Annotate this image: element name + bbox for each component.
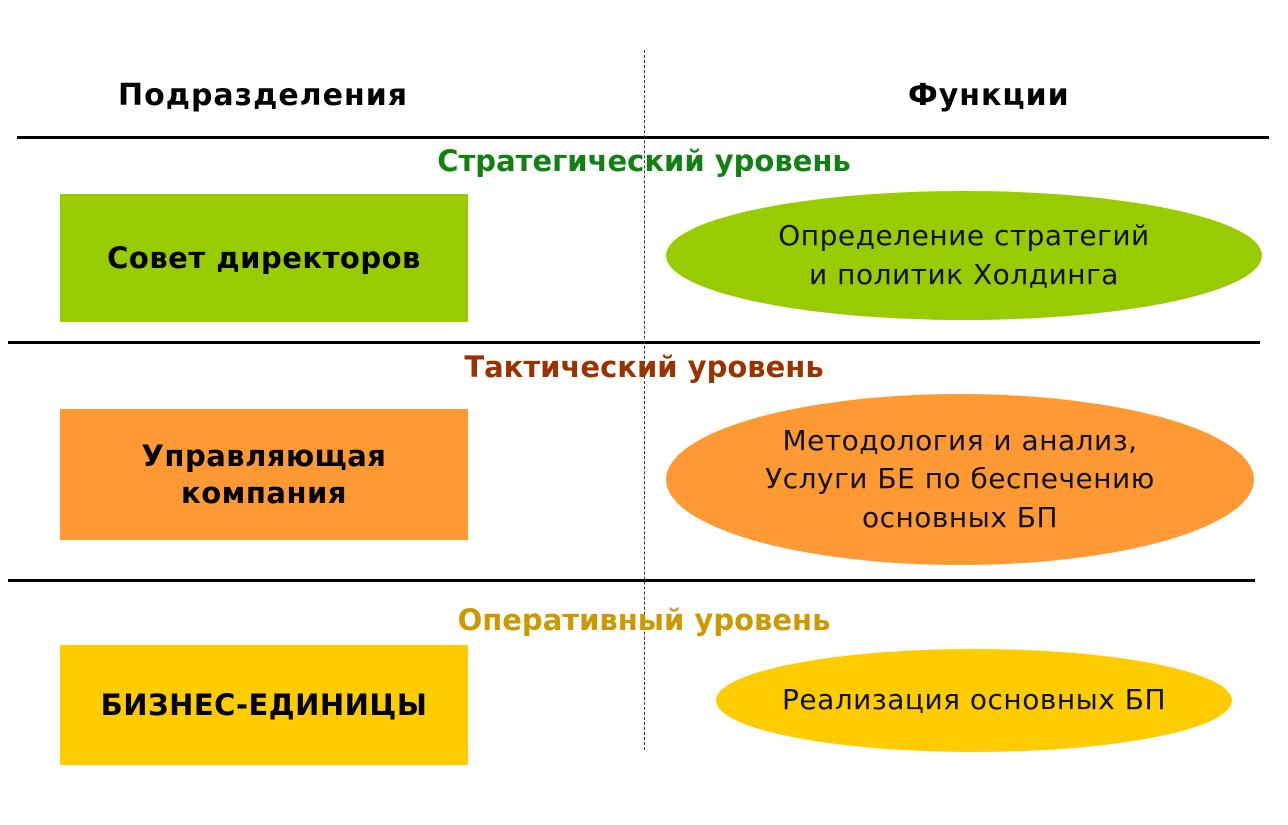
function-operational: Реализация основных БП [716, 649, 1232, 752]
separator-bottom [8, 579, 1255, 582]
function-tactical-line-2: Услуги БЕ по беспечению [765, 462, 1155, 496]
function-tactical-line-1: Методология и анализ, [782, 423, 1138, 457]
function-strategic-line-1: Определение стратегий [778, 218, 1150, 252]
function-tactical-line-3: основных БП [861, 500, 1059, 534]
level-operational-title: Оперативный уровень [457, 603, 831, 637]
separator-top [17, 136, 1269, 139]
unit-business-units: БИЗНЕС-ЕДИНИЦЫ [60, 645, 468, 765]
unit-board-of-directors: Совет директоров [60, 194, 468, 322]
header-functions: Функции [908, 78, 1070, 113]
function-tactical: Методология и анализ, Услуги БЕ по беспе… [666, 394, 1254, 565]
function-strategic: Определение стратегий и политик Холдинга [666, 191, 1262, 320]
unit-management-company-line-1: Управляющая [141, 439, 387, 474]
separator-middle [8, 341, 1260, 344]
column-divider [644, 50, 645, 750]
header-departments: Подразделения [118, 78, 409, 113]
function-strategic-line-2: и политик Холдинга [809, 257, 1119, 291]
unit-business-units-label: БИЗНЕС-ЕДИНИЦЫ [100, 687, 428, 722]
unit-board-of-directors-label: Совет директоров [107, 240, 421, 275]
function-operational-line-1: Реализация основных БП [781, 683, 1167, 717]
unit-management-company-line-2: компания [181, 475, 347, 510]
level-tactical-title: Тактический уровень [464, 350, 824, 384]
unit-management-company: Управляющая компания [60, 409, 468, 540]
level-strategic-title: Стратегический уровень [437, 144, 851, 178]
